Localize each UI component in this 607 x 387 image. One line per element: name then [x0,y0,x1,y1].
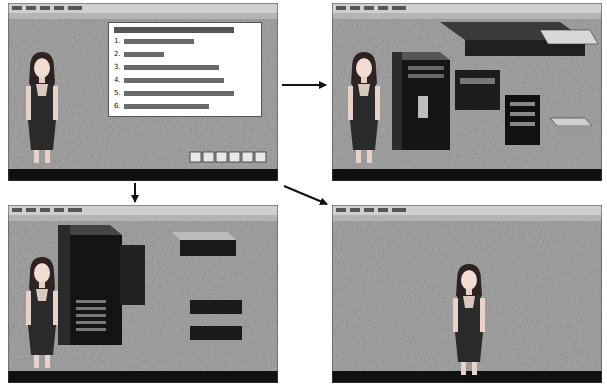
menu-heading-bar [114,27,234,33]
menu-item-number: 2. [114,50,121,59]
menu-item-number: 1. [114,37,121,46]
pc-tower [58,225,242,345]
menu-item-bar [124,52,164,57]
menu-item-bar [124,78,224,83]
menu-row: 3. [114,62,256,73]
menu-item-bar [124,91,234,96]
menu-item-number: 6. [114,102,121,111]
menu-item-bar [124,104,209,109]
menu-row: 5. [114,88,256,99]
menu-item-number: 4. [114,76,121,85]
menu-item-number: 5. [114,89,121,98]
menu-item-number: 3. [114,63,121,72]
menu-row: 1. [114,36,256,47]
button-row [190,152,266,162]
pc-parts [392,22,598,150]
menu-row: 2. [114,49,256,60]
menu-box: 1. 2. 3. 4. 5. 6. [108,22,262,117]
menu-item-bar [124,65,219,70]
menu-row: 4. [114,75,256,86]
menu-row: 6. [114,101,256,112]
menu-item-bar [124,39,194,44]
